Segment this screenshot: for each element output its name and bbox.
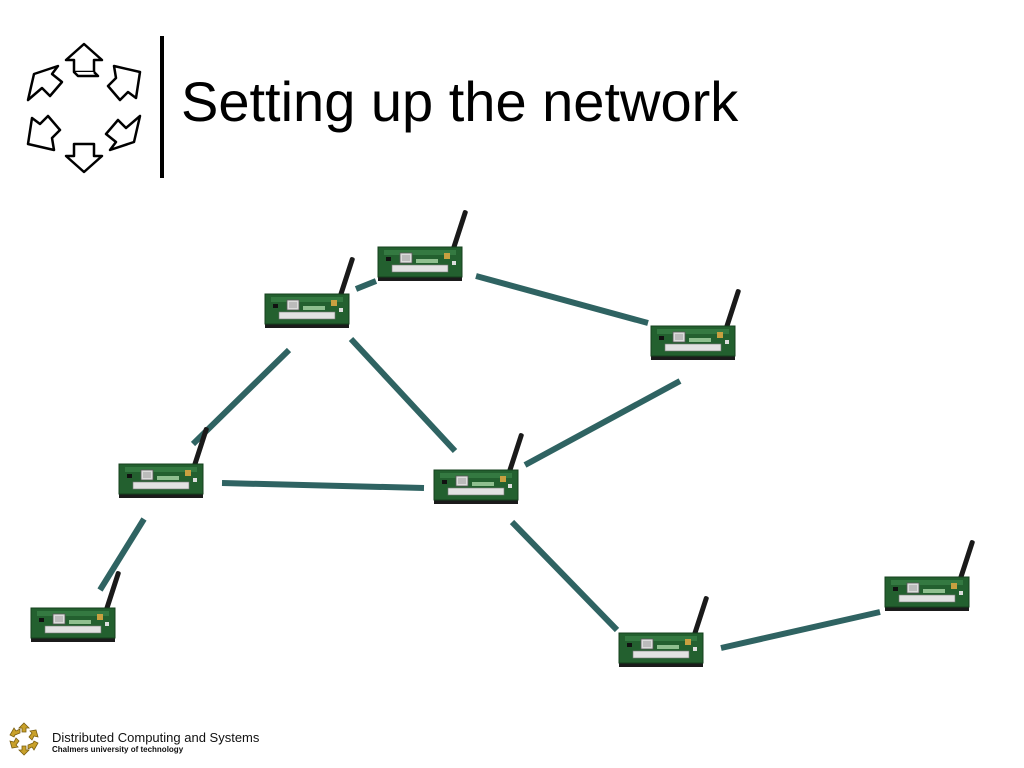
network-nodes [30, 209, 976, 668]
link-n7-n8 [720, 609, 881, 651]
network-links [97, 273, 881, 651]
title-divider [160, 36, 164, 178]
footer-logo-icon [9, 722, 39, 756]
sensor-node-icon [884, 539, 976, 612]
sensor-node-icon [377, 209, 469, 282]
sensor-node-icon [264, 256, 356, 329]
link-n1-n2 [354, 278, 378, 292]
footer-university: Chalmers university of technology [52, 745, 184, 754]
link-n3-n5 [523, 378, 682, 468]
footer-org-name: Distributed Computing and Systems [52, 730, 260, 745]
link-n4-n5 [221, 480, 425, 491]
link-n5-n7 [509, 519, 620, 633]
link-n4-n6 [97, 517, 147, 592]
sensor-node-icon [618, 595, 710, 668]
footer: Distributed Computing and Systems Chalme… [6, 721, 306, 757]
hexagon-arrows-logo-icon [26, 42, 142, 174]
link-n2-n5 [348, 336, 458, 454]
link-n2-n4 [190, 347, 292, 447]
page-title: Setting up the network [181, 70, 739, 133]
sensor-node-icon [650, 288, 742, 361]
link-n1-n3 [475, 273, 649, 326]
